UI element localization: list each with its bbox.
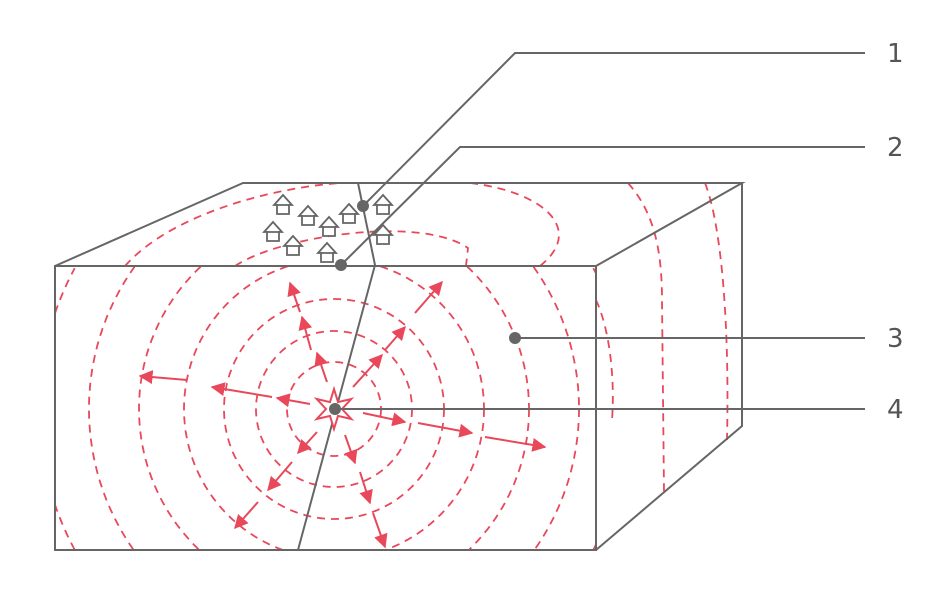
house-icon	[371, 193, 395, 215]
house-icon	[261, 220, 285, 242]
wave-arrow	[359, 471, 373, 505]
wave-arrow	[372, 512, 388, 549]
wave-front	[138, 265, 530, 550]
wave-arrow	[210, 382, 273, 398]
wave-fronts	[54, 265, 597, 551]
wave-arrow	[352, 353, 383, 388]
house-icon	[271, 193, 295, 215]
house-icon	[371, 223, 395, 245]
wave-fronts-surface	[124, 182, 729, 493]
wave-arrow	[287, 281, 301, 313]
wave-arrow	[344, 434, 358, 465]
wave-arrow	[267, 461, 293, 492]
wave-front	[54, 267, 597, 551]
wave-arrow	[484, 436, 547, 452]
wave-arrow	[314, 351, 328, 383]
leader-lines	[329, 52, 865, 415]
wave-front	[88, 266, 580, 551]
house-icon	[337, 202, 361, 224]
houses	[261, 193, 395, 263]
wave-arrow	[384, 325, 406, 351]
label-2: 2	[887, 133, 904, 163]
wave-arrow	[234, 501, 259, 530]
wave-arrow	[414, 280, 443, 314]
wave-arrow	[297, 431, 318, 455]
wave-arrow	[417, 422, 474, 438]
label-4: 4	[887, 395, 904, 425]
house-icon	[315, 241, 339, 263]
wave-arrow	[138, 370, 188, 385]
house-icon	[281, 234, 305, 256]
wave-arrow	[298, 315, 313, 351]
fault-line	[297, 182, 377, 551]
wave-front	[183, 265, 485, 551]
wave-arrow	[362, 412, 407, 427]
arrows	[138, 280, 547, 549]
wave-arrow	[275, 393, 311, 408]
house-icon	[317, 215, 341, 237]
wave-front	[223, 298, 445, 520]
wave-front	[286, 361, 382, 457]
house-icon	[296, 204, 320, 226]
wave-front	[255, 330, 413, 488]
label-1: 1	[887, 39, 904, 69]
label-3: 3	[887, 324, 904, 354]
